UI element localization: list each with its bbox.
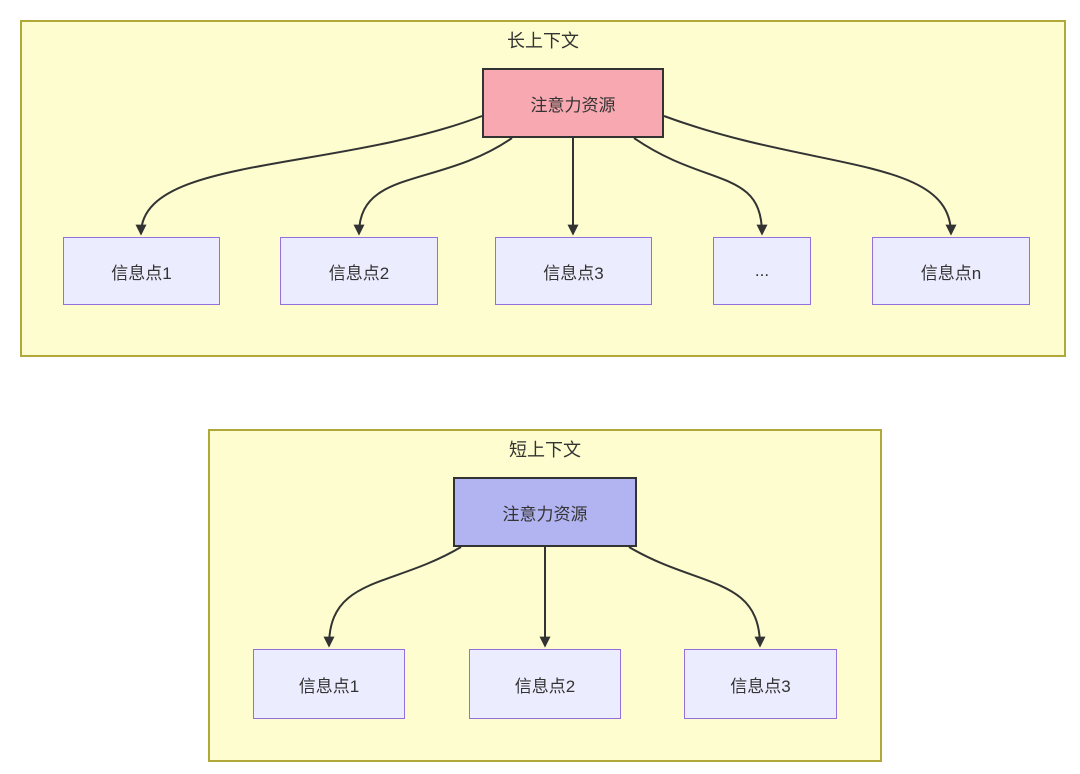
attention-resource-node-short: 注意力资源 [453,477,637,547]
info-node-ellipsis: ... [713,237,811,305]
long-context-title: 长上下文 [507,31,579,51]
info-node: 信息点n [872,237,1030,305]
info-node: 信息点1 [253,649,405,719]
info-node: 信息点3 [684,649,837,719]
attention-resource-node-long: 注意力资源 [482,68,664,138]
info-node: 信息点2 [280,237,438,305]
info-node: 信息点3 [495,237,652,305]
short-context-title: 短上下文 [509,440,581,460]
info-node: 信息点2 [469,649,621,719]
info-node: 信息点1 [63,237,220,305]
